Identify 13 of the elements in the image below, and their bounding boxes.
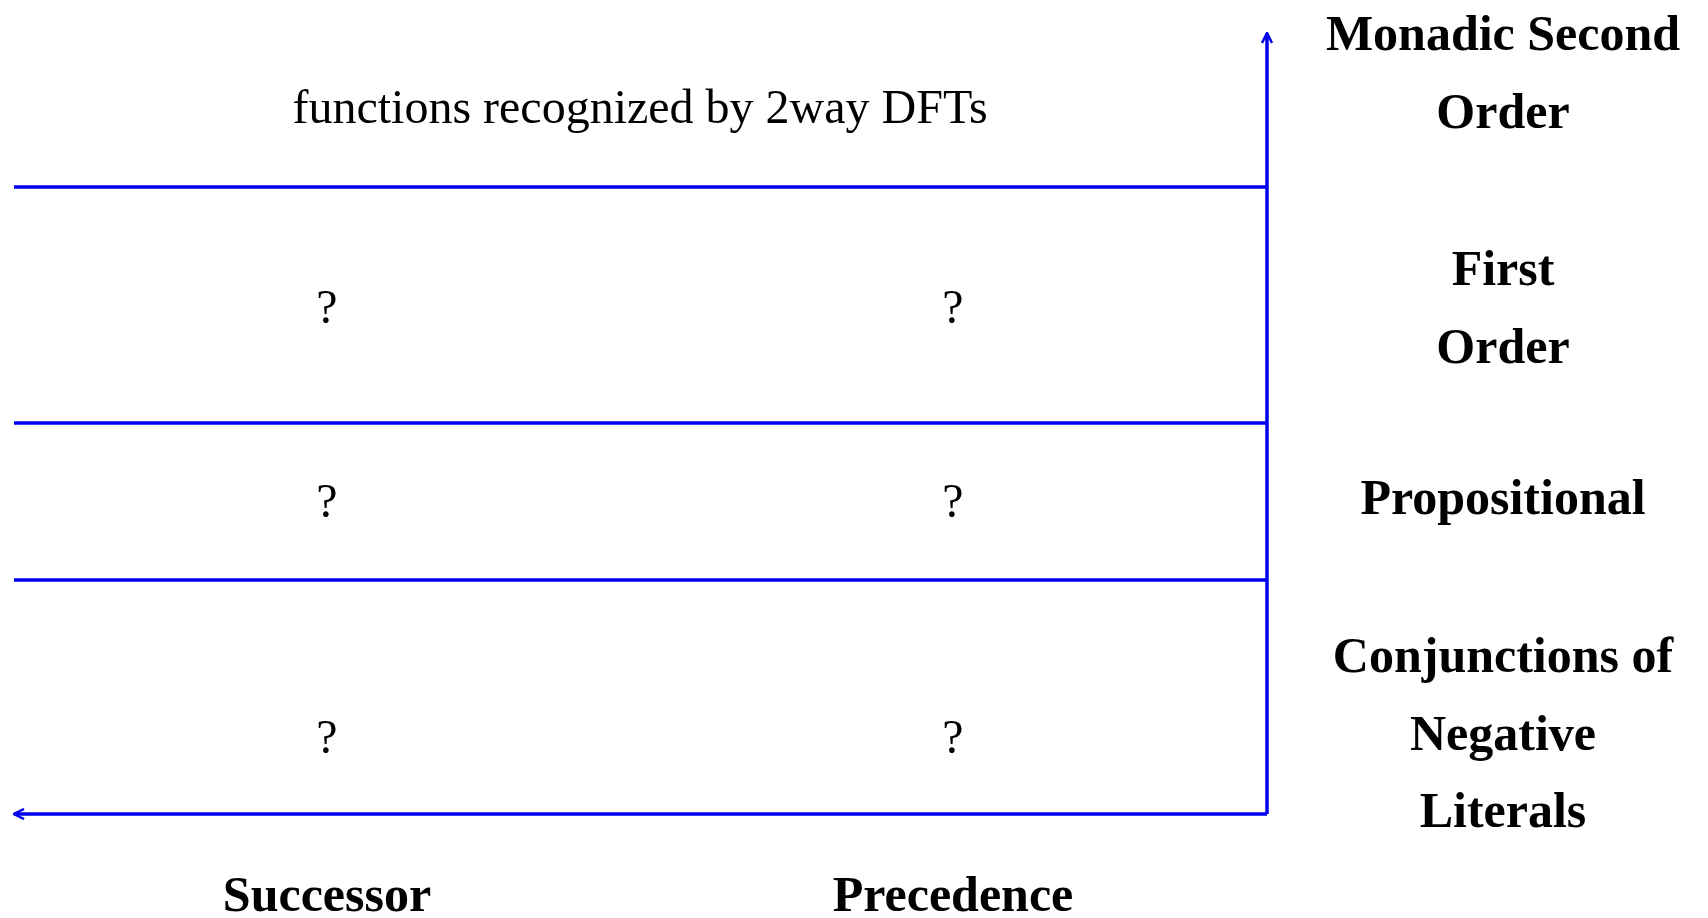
column-label: Precedence — [832, 865, 1074, 918]
column-label: Successor — [222, 865, 432, 918]
row-label: Conjunctions of Negative Literals — [1331, 625, 1675, 840]
row-label: Monadic Second Order — [1324, 3, 1682, 140]
cell-text: ? — [942, 708, 964, 765]
cell-text: ? — [942, 278, 964, 335]
row-label: First Order — [1435, 238, 1571, 375]
cell-text: ? — [316, 708, 338, 765]
cell-text: ? — [942, 472, 964, 529]
cell-text: ? — [316, 278, 338, 335]
row-label: Propositional — [1360, 468, 1646, 528]
heading-text: functions recognized by 2way DFTs — [292, 78, 988, 135]
cell-text: ? — [316, 472, 338, 529]
